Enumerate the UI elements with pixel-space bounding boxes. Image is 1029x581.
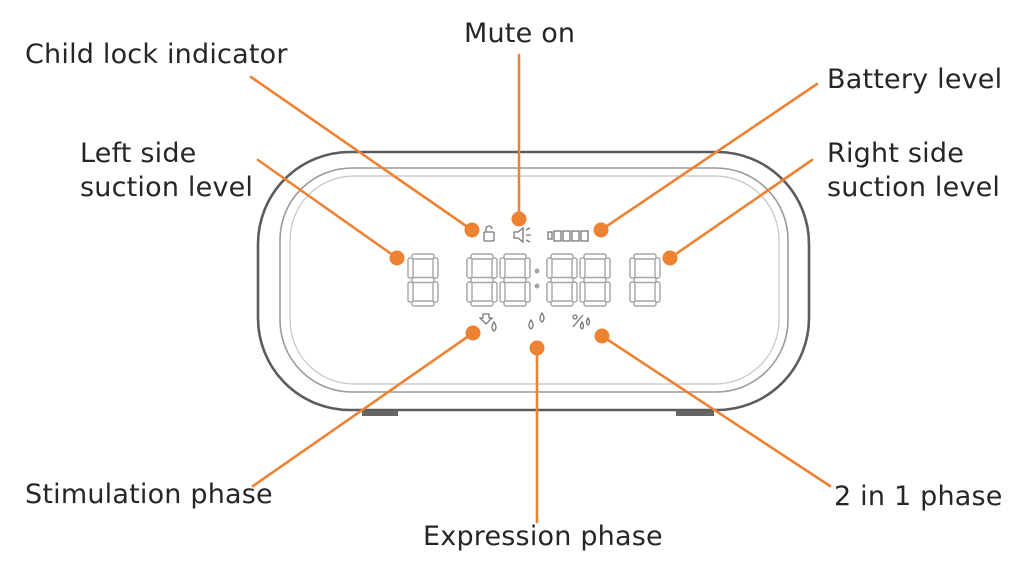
battery-icon [547, 230, 589, 242]
right-suction-leader [668, 158, 814, 260]
lock-icon [483, 225, 495, 242]
two-in-one-icon [572, 314, 591, 330]
mute-label: Mute on [464, 18, 576, 49]
left-suction-label: Left side suction level [80, 137, 253, 205]
stimulation-leader [251, 331, 475, 488]
expression-label: Expression phase [423, 521, 663, 552]
left-suction-leader [256, 158, 399, 260]
two-in-one-label: 2 in 1 phase [834, 481, 1003, 512]
left-suction-label-line2: suction level [80, 172, 254, 203]
child-lock-leader [249, 75, 474, 232]
child-lock-dot [464, 222, 480, 238]
expression-drops-icon [528, 311, 545, 330]
mute-dot [511, 211, 527, 227]
battery-leader [599, 82, 819, 232]
battery-label: Battery level [827, 64, 1003, 95]
stimulation-dot [465, 325, 481, 341]
left-suction-dot [389, 250, 405, 266]
screen-inner [289, 175, 780, 385]
expression-dot [529, 340, 545, 356]
callout-lines [249, 53, 832, 524]
stimulation-drop-icon [478, 313, 497, 332]
right-suction-label: Right side suction level [827, 137, 1000, 205]
two-in-one-dot [594, 328, 610, 344]
device-outer-shell [256, 150, 811, 412]
stimulation-label: Stimulation phase [25, 479, 273, 510]
colon-dot-bottom [534, 283, 540, 289]
mute-speaker-icon [513, 226, 531, 244]
callout-dots [389, 211, 678, 356]
left-suction-label-line1: Left side [80, 138, 197, 169]
colon-dot-top [534, 268, 540, 274]
two-in-one-leader [600, 334, 832, 488]
right-suction-label-line1: Right side [827, 138, 964, 169]
battery-dot [593, 222, 609, 238]
screen-bezel [279, 167, 789, 393]
child-lock-label: Child lock indicator [25, 39, 288, 70]
right-suction-label-line2: suction level [827, 172, 1001, 203]
right-suction-dot [662, 250, 678, 266]
lcd-segments [407, 253, 661, 307]
device-body [256, 150, 811, 416]
